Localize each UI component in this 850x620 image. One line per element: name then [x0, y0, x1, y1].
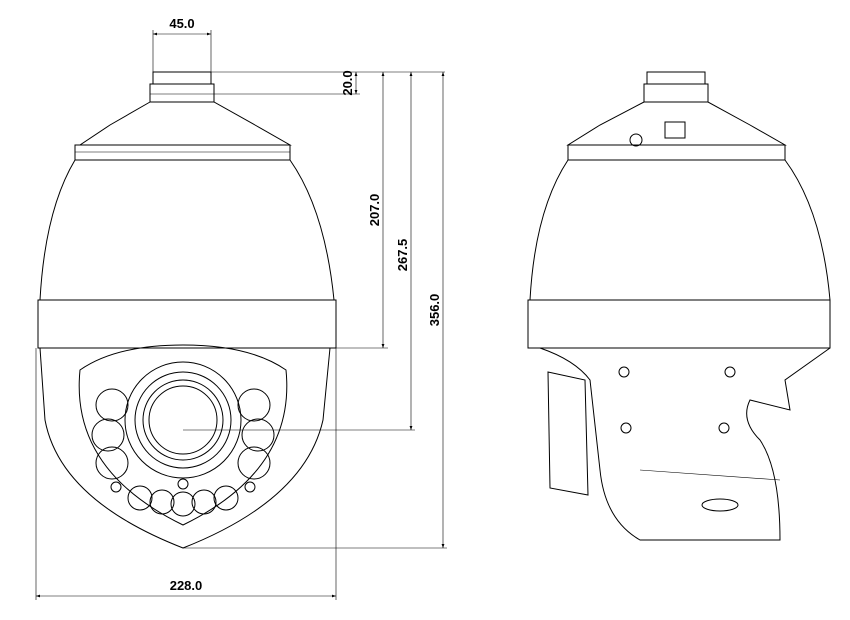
dim-mount-width: 45.0 [169, 16, 194, 31]
front-view-camera [37, 71, 337, 549]
dim-mount-height: 20.0 [340, 70, 355, 95]
dim-total-width: 228.0 [170, 578, 203, 593]
ir-leds-front [91, 388, 275, 517]
dim-total-height: 356.0 [427, 294, 442, 327]
side-view-camera [527, 71, 831, 541]
dim-lens-center-height: 267.5 [395, 239, 410, 272]
dim-body-height: 207.0 [367, 194, 382, 227]
dimension-lines [35, 30, 447, 600]
lens-front [124, 361, 242, 479]
